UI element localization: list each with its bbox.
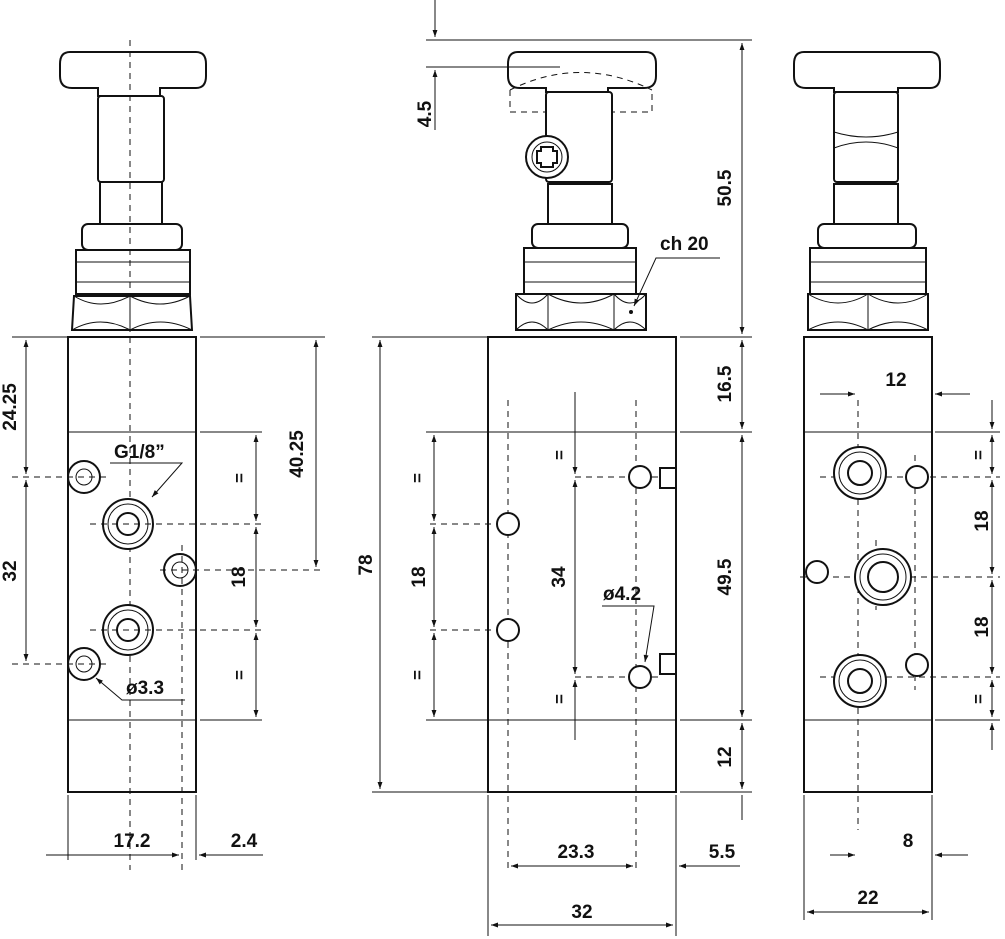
- center-knob-cap: [507, 51, 657, 93]
- center-hole-left-upper: [496, 512, 520, 536]
- right-hole-top: [905, 465, 929, 489]
- right-dim-equal-bottom: =: [969, 694, 988, 704]
- left-dim-mid-height: 40.25: [287, 430, 308, 478]
- right-collar: [833, 183, 899, 225]
- center-dim-equal-left-top: =: [408, 473, 427, 483]
- right-hole-bottom: [905, 653, 929, 677]
- center-dim-lower-block: 12: [715, 746, 736, 767]
- right-knob-cap: [793, 51, 941, 93]
- left-side-port: [163, 553, 197, 587]
- left-knob-cap: [59, 51, 207, 97]
- right-dim-offset-bottom: 8: [903, 831, 914, 852]
- center-tab-upper: [659, 467, 677, 489]
- center-view: 4.5 50.5 ch 20 16.5 49.5 12 78 18 = = 34…: [356, 0, 752, 936]
- right-port-bottom: [833, 654, 887, 708]
- left-nut-body: [75, 249, 191, 295]
- center-dim-width-total: 32: [571, 902, 592, 923]
- left-dim-port-pitch: 32: [0, 560, 21, 581]
- center-dim-overall: 78: [356, 554, 377, 575]
- center-tab-lower: [659, 653, 677, 675]
- center-hole-left-lower: [496, 618, 520, 642]
- left-view: 24.25 32 40.25 18 = = G1/8” ø3.3 17.2 2.…: [0, 40, 325, 870]
- center-nut-body: [523, 247, 637, 295]
- left-dim-equal-bottom: =: [230, 670, 249, 680]
- center-dim-equal-top: =: [550, 450, 569, 460]
- left-thread-label: G1/8”: [114, 442, 165, 463]
- center-dim-stroke: 4.5: [415, 100, 436, 127]
- right-nut-body: [809, 247, 927, 295]
- left-collar: [99, 181, 163, 225]
- left-hex-nut: [70, 295, 194, 331]
- right-port-middle: [854, 548, 912, 606]
- left-knob-stem: [97, 95, 165, 183]
- center-bushing: [531, 223, 629, 249]
- right-dim-equal-top: =: [969, 450, 988, 460]
- left-dim-top-offset: 24.25: [0, 383, 21, 431]
- center-dim-width-b: 5.5: [709, 842, 736, 863]
- center-dim-hole-pitch-left: 18: [409, 566, 430, 587]
- left-dim-center-pitch: 18: [229, 566, 250, 587]
- center-hole-diameter-label: ø4.2: [603, 584, 641, 605]
- center-dim-upper-block: 16.5: [715, 365, 736, 402]
- left-bushing: [81, 223, 183, 251]
- right-port-top: [833, 446, 887, 500]
- center-valve-body: [487, 336, 677, 793]
- left-dim-width-a: 17.2: [114, 831, 151, 852]
- right-bushing: [817, 223, 917, 249]
- right-dim-offset-top: 12: [885, 370, 906, 391]
- center-dim-equal-bottom: =: [550, 694, 569, 704]
- center-hole-right-lower: [628, 665, 652, 689]
- center-dim-equal-left-bottom: =: [408, 670, 427, 680]
- right-hole-side: [805, 560, 829, 584]
- center-hole-right-upper: [628, 465, 652, 489]
- center-hex-nut: [515, 293, 647, 331]
- center-dim-hole-pitch: 34: [549, 566, 570, 588]
- center-lock-screw: [525, 135, 569, 179]
- center-collar: [547, 183, 613, 225]
- left-hole-diameter-label: ø3.3: [126, 678, 164, 699]
- right-dim-pitch-b: 18: [972, 616, 993, 637]
- right-dim-width-total: 22: [857, 888, 878, 909]
- right-view: 12 18 18 = = 8 22: [793, 51, 1000, 920]
- center-dim-mid-block: 49.5: [715, 558, 736, 595]
- center-dim-width-a: 23.3: [558, 842, 595, 863]
- center-wrench-label: ch 20: [660, 234, 709, 255]
- right-dim-pitch-a: 18: [972, 510, 993, 531]
- left-dim-equal-top: =: [230, 473, 249, 483]
- center-dim-height-total: 50.5: [715, 169, 736, 206]
- left-dim-width-b: 2.4: [231, 831, 258, 852]
